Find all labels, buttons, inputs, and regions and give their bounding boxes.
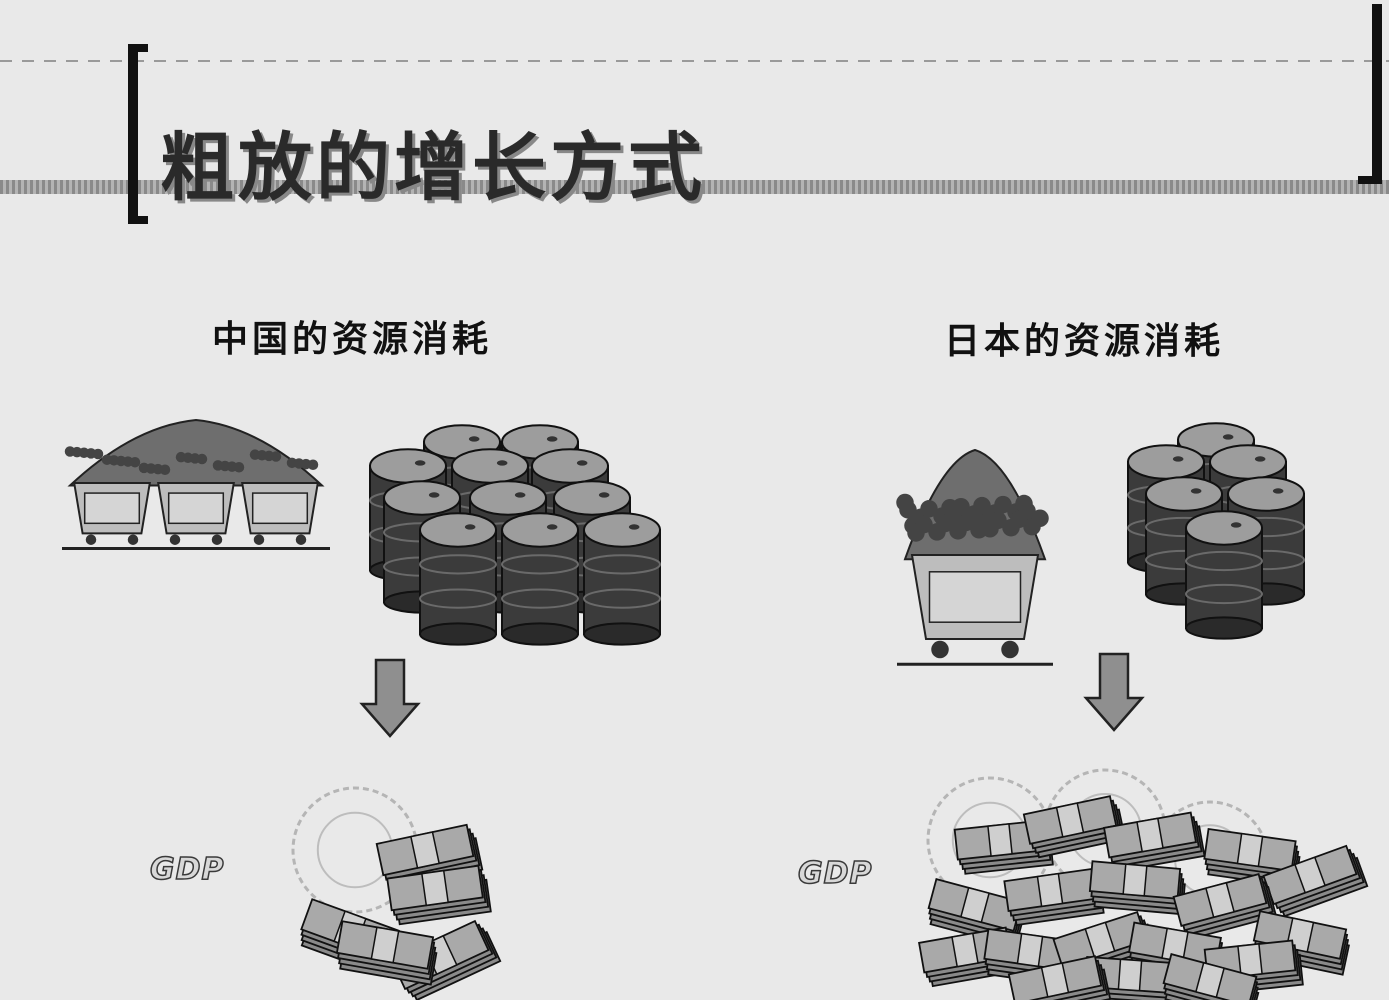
japan-gdp-label: GDP bbox=[797, 855, 873, 892]
japan-oil-barrels bbox=[1127, 422, 1305, 640]
china-panel-label: 中国的资源消耗 bbox=[212, 318, 493, 360]
oil-barrel-icon bbox=[419, 512, 497, 646]
oil-barrel-icon bbox=[583, 512, 661, 646]
down-arrow-icon bbox=[1083, 652, 1145, 732]
money-stack-icon bbox=[335, 920, 438, 986]
oil-barrel-icon bbox=[501, 512, 579, 646]
title-rule bbox=[0, 180, 1389, 194]
money-stack-icon bbox=[1203, 828, 1301, 888]
money-stack-icon bbox=[1088, 860, 1186, 916]
china-gdp-label: GDP bbox=[149, 851, 225, 888]
coal-cart-icon bbox=[157, 482, 235, 545]
money-stack-icon bbox=[1103, 811, 1206, 873]
coal-cart-icon bbox=[73, 482, 151, 545]
coal-cart-icon bbox=[241, 482, 319, 545]
money-stack-icon bbox=[1007, 955, 1112, 1000]
japan-money-stacks bbox=[918, 768, 1369, 1000]
china-coal-carts bbox=[62, 418, 330, 551]
top-dashed-rule bbox=[0, 60, 1389, 62]
money-stack-icon bbox=[1172, 873, 1278, 940]
japan-coal-cart bbox=[896, 448, 1053, 666]
china-oil-barrels bbox=[369, 424, 661, 646]
page-title: 粗放的增长方式 bbox=[160, 125, 706, 211]
japan-panel-label: 日本的资源消耗 bbox=[944, 320, 1225, 362]
down-arrow-icon bbox=[359, 658, 421, 738]
money-stack-icon bbox=[1003, 868, 1105, 927]
money-stack-icon bbox=[1162, 953, 1260, 1000]
coal-cart-icon bbox=[910, 554, 1040, 659]
left-bracket-icon bbox=[128, 44, 148, 224]
money-stack-icon bbox=[1262, 844, 1369, 918]
china-money-stacks bbox=[291, 786, 502, 1000]
money-stack-icon bbox=[386, 864, 492, 926]
money-stack-icon bbox=[953, 819, 1054, 875]
oil-barrel-icon bbox=[1185, 510, 1263, 640]
right-bracket-icon bbox=[1358, 4, 1382, 184]
